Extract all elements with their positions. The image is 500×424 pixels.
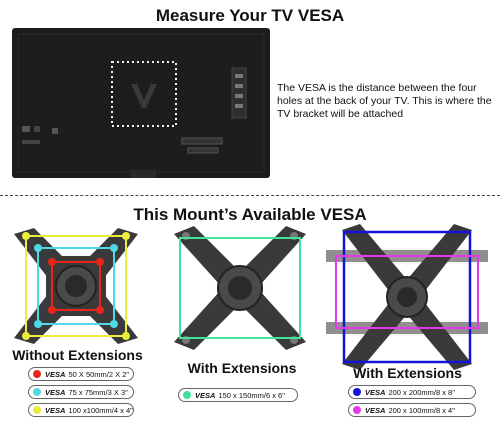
cyan-dot-icon — [33, 388, 41, 396]
vesa-200x200-square — [342, 230, 472, 364]
mount-diagram-3 — [326, 224, 488, 370]
vesa-50-square — [51, 261, 101, 311]
blue-dot-icon — [353, 388, 361, 396]
page-title: Measure Your TV VESA — [155, 6, 345, 25]
legend-vesa-150: VESA 150 x 150mm/6 x 6" — [178, 388, 298, 402]
vesa-100-square — [25, 235, 127, 337]
section-divider — [0, 195, 500, 196]
legend-vesa-100: VESA 100 x100mm/4 x 4" — [28, 403, 134, 417]
magenta-dot-icon — [353, 406, 361, 414]
vesa-75-square — [37, 247, 115, 325]
yellow-dot-icon — [33, 406, 41, 414]
caption-mount-2: With Extensions — [187, 360, 297, 376]
legend-vesa-50: VESA 50 X 50mm/2 X 2" — [28, 367, 134, 381]
vesa-200x100-rect — [335, 255, 479, 329]
legend-vesa-200x100: VESA 200 x 100mm/8 x 4" — [348, 403, 476, 417]
vesa-description: The VESA is the distance between the fou… — [277, 82, 492, 120]
caption-mount-3: With Extensions — [353, 365, 462, 381]
tv-back-image — [12, 28, 270, 178]
section-title: This Mount’s Available VESA — [133, 205, 367, 224]
vesa-150-square — [179, 237, 301, 339]
caption-mount-1: Without Extensions — [12, 347, 143, 363]
mount-diagram-1 — [14, 228, 138, 344]
legend-vesa-200x200: VESA 200 x 200mm/8 x 8" — [348, 385, 476, 399]
legend-vesa-75: VESA 75 x 75mm/3 X 3" — [28, 385, 134, 399]
tv-back-drawing — [17, 33, 265, 178]
green-dot-icon — [183, 391, 191, 399]
mount-diagram-2 — [174, 226, 306, 350]
red-dot-icon — [33, 370, 41, 378]
